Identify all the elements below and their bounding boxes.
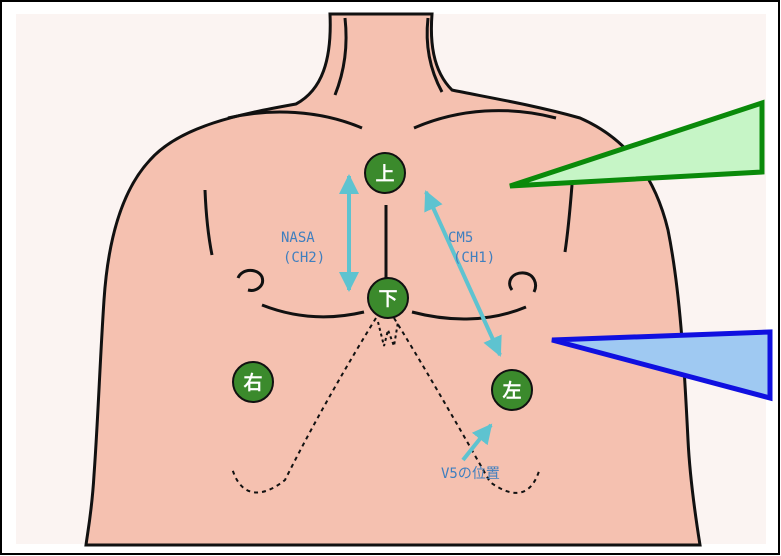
electrode-lower-label: 下	[378, 288, 397, 310]
v5-position-label: V5の位置	[441, 466, 500, 482]
electrode-left: 左	[492, 370, 532, 410]
electrode-upper-label: 上	[375, 163, 394, 185]
cm5-ch1-label: (CH1)	[453, 250, 495, 266]
cm5-label: CM5	[448, 230, 473, 246]
electrode-right-label: 右	[242, 371, 262, 394]
nasa-ch2-label: (CH2)	[283, 250, 325, 266]
electrode-right: 右	[233, 362, 273, 402]
electrode-lower: 下	[368, 278, 408, 318]
electrode-left-label: 左	[502, 379, 521, 402]
electrode-upper: 上	[365, 153, 405, 193]
nasa-label: NASA	[281, 230, 315, 246]
